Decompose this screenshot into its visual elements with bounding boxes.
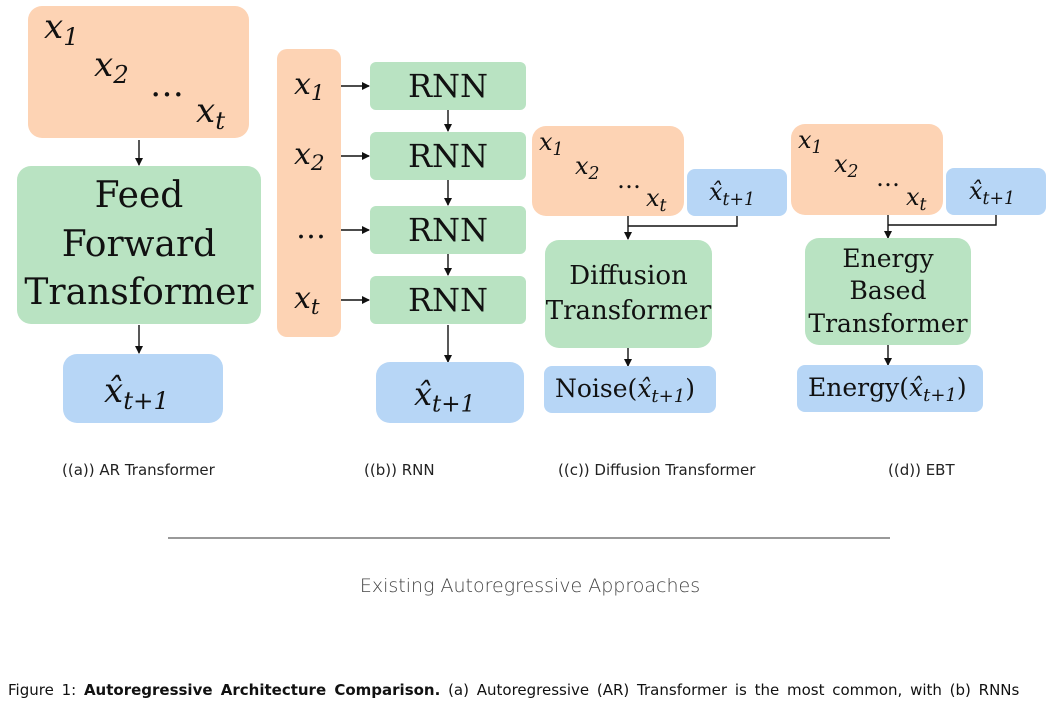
ebt-model-label: Energy Based Transformer <box>808 243 968 338</box>
ar-ellipsis: … <box>150 65 184 105</box>
ebt-input-box <box>791 124 943 215</box>
diffusion-x1: x1 <box>539 128 564 160</box>
ebt-x1: x1 <box>798 126 823 158</box>
rnn-x1: x1 <box>294 67 325 107</box>
ar-model-label: Feed Forward Transformer <box>24 175 254 314</box>
diffusion-hat-box <box>687 169 787 216</box>
ar-xt: xt <box>196 91 226 135</box>
ar-x1: x1 <box>44 7 79 51</box>
diffusion-hat-xhat: x̂t+1 <box>709 178 755 210</box>
rnn-ellipsis: … <box>296 211 326 246</box>
diffusion-output-box <box>544 366 716 413</box>
ar-x2: x2 <box>94 45 129 89</box>
diffusion-ellipsis: … <box>617 166 641 194</box>
figure-caption: Figure 1: Autoregressive Architecture Co… <box>8 681 1048 699</box>
rnn-cell-1: RNN <box>370 62 526 110</box>
rnn-xt: xt <box>294 281 320 321</box>
diffusion-x2: x2 <box>575 152 600 184</box>
connector-c-hat <box>628 216 738 227</box>
ebt-output: Energy(x̂t+1) <box>808 373 967 407</box>
rnn-cell-3: RNN <box>370 206 526 254</box>
label-c: ((c)) Diffusion Transformer <box>558 461 756 479</box>
caption-bold: Autoregressive Architecture Comparison. <box>83 681 441 699</box>
ebt-hat-xhat: x̂t+1 <box>969 177 1015 209</box>
rnn-input-column <box>277 49 341 337</box>
label-d: ((d)) EBT <box>888 461 955 479</box>
diffusion-model-box: Diffusion Transformer <box>545 240 712 348</box>
ar-input-box <box>28 6 249 138</box>
rnn-output-box <box>376 362 524 423</box>
rnn-cell-4: RNN <box>370 276 526 324</box>
rnn-cell-2: RNN <box>370 132 526 180</box>
diffusion-output: Noise(x̂t+1) <box>555 374 695 408</box>
label-a: ((a)) AR Transformer <box>62 461 215 479</box>
ar-output-xhat: x̂t+1 <box>104 371 170 415</box>
ebt-x2: x2 <box>834 150 859 182</box>
ebt-xt: xt <box>906 183 927 215</box>
diffusion-input-box <box>532 126 684 216</box>
section-title: Existing Autoregressive Approaches <box>359 575 701 597</box>
connector-d-hat <box>888 215 997 226</box>
caption-rest: (a) Autoregressive (AR) Transformer is t… <box>440 681 1020 699</box>
label-b: ((b)) RNN <box>364 461 435 479</box>
ebt-hat-box <box>946 168 1046 215</box>
ebt-output-box <box>797 365 983 412</box>
rnn-output-xhat: x̂t+1 <box>414 375 476 418</box>
diffusion-xt: xt <box>646 184 667 216</box>
ebt-model-box: Energy Based Transformer <box>805 238 971 345</box>
ebt-ellipsis: … <box>876 164 900 192</box>
diffusion-model-label: Diffusion Transformer <box>545 260 712 326</box>
rnn-x2: x2 <box>294 137 325 177</box>
caption-prefix: Figure 1: <box>8 681 84 699</box>
ar-model-box: Feed Forward Transformer <box>17 166 261 324</box>
ar-output-box <box>63 354 223 423</box>
